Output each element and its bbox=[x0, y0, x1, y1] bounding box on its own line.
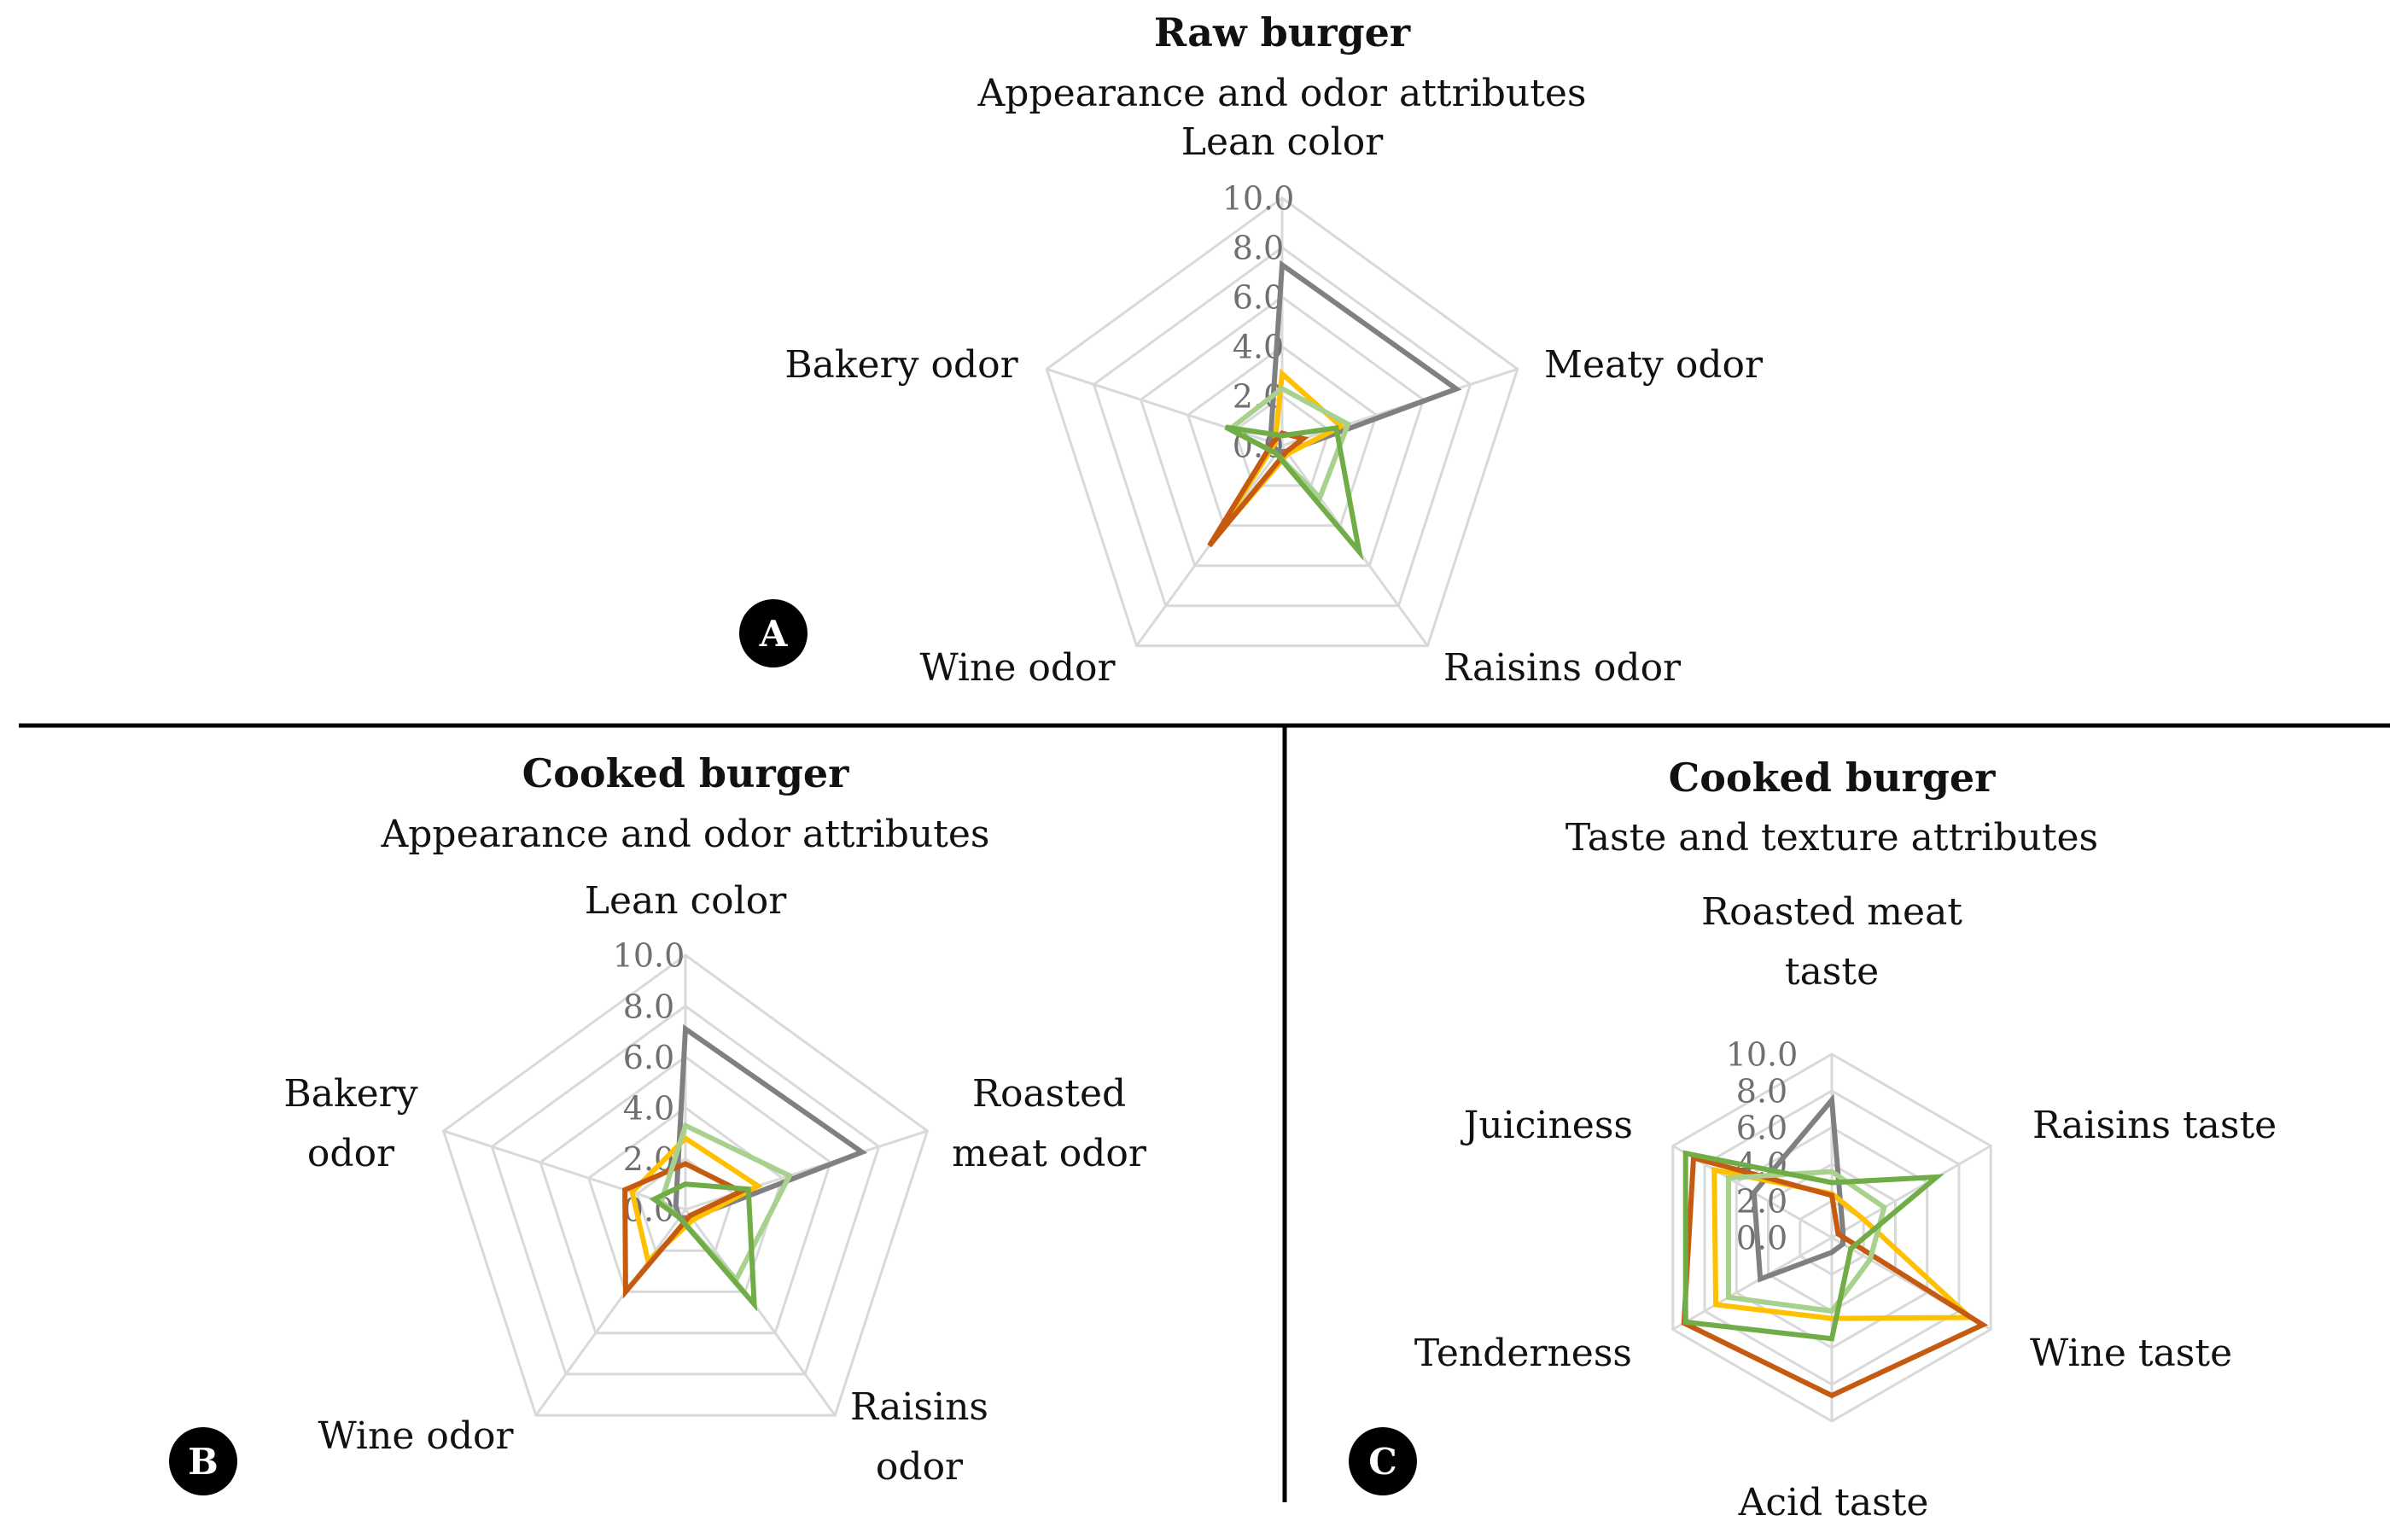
panel-badge bbox=[739, 599, 808, 667]
tick-label: 6.0 bbox=[623, 1039, 674, 1076]
tick-label: 2.0 bbox=[1736, 1183, 1787, 1221]
tick-label: 4.0 bbox=[623, 1090, 674, 1128]
grid-ring bbox=[490, 1004, 881, 1376]
series-line-5 bbox=[649, 1181, 758, 1312]
tick-label: 0.0 bbox=[1736, 1220, 1787, 1257]
series-line-2 bbox=[1711, 1166, 1977, 1321]
grid-ring bbox=[1139, 295, 1426, 568]
series-line-3 bbox=[1207, 430, 1309, 548]
panel-letter: B bbox=[188, 1441, 219, 1483]
axis-label: Raisins odor bbox=[1443, 646, 1682, 690]
chart-subtitle: Appearance and odor attributes bbox=[380, 813, 989, 856]
axis-label: Meaty odor bbox=[1544, 343, 1764, 387]
axis-label: Juiciness bbox=[1461, 1104, 1633, 1147]
axis-label: Lean color bbox=[1181, 120, 1385, 164]
tick-label: 10.0 bbox=[613, 937, 685, 975]
series-line-3 bbox=[1681, 1154, 1989, 1399]
tick-label: 10.0 bbox=[1726, 1036, 1799, 1074]
axis-label: Tenderness bbox=[1414, 1332, 1632, 1375]
axis-label: Raisins taste bbox=[2032, 1104, 2277, 1147]
chart-title: Raw burger bbox=[1154, 9, 1411, 55]
tick-label: 6.0 bbox=[1233, 279, 1284, 317]
panel-dividers bbox=[19, 723, 2390, 1502]
grid-spoke bbox=[1831, 1145, 1991, 1239]
axis-label: Bakery odor bbox=[784, 343, 1018, 387]
grid-spoke bbox=[443, 1129, 686, 1211]
series-line-1 bbox=[1751, 1093, 1845, 1283]
chart-title: Cooked burger bbox=[1669, 755, 1997, 801]
axis-label: Lean color bbox=[585, 879, 788, 923]
grid-spoke bbox=[1672, 1236, 1833, 1331]
tick-label: 8.0 bbox=[1736, 1073, 1787, 1110]
grid-ring bbox=[1186, 345, 1379, 528]
panel-badge bbox=[169, 1427, 237, 1495]
chart-subtitle: Appearance and odor attributes bbox=[977, 72, 1586, 115]
grid-ring bbox=[441, 953, 930, 1417]
grid-spoke bbox=[684, 1209, 837, 1416]
series-line-1 bbox=[673, 1023, 868, 1221]
series-line-5 bbox=[1682, 1150, 1944, 1342]
series-line-4 bbox=[1726, 1169, 1887, 1314]
panel-letter: A bbox=[759, 613, 789, 655]
tick-label: 8.0 bbox=[623, 988, 674, 1025]
axis-label: Acid taste bbox=[1738, 1481, 1929, 1524]
axis-label: Wine odor bbox=[919, 646, 1116, 690]
panel-badge bbox=[1349, 1427, 1417, 1495]
series-line-5 bbox=[1224, 424, 1364, 561]
grid-ring bbox=[1045, 196, 1519, 648]
grid-ring bbox=[539, 1055, 832, 1335]
chart-subtitle: Taste and texture attributes bbox=[1565, 816, 2098, 860]
grid-ring bbox=[1092, 246, 1472, 608]
axis-label: Wine odor bbox=[318, 1414, 514, 1458]
chart-title: Cooked burger bbox=[522, 750, 850, 796]
tick-label: 6.0 bbox=[1736, 1110, 1787, 1147]
axis-label: Wine taste bbox=[2030, 1332, 2232, 1375]
tick-label: 10.0 bbox=[1222, 180, 1295, 218]
grid-spoke bbox=[534, 1209, 687, 1416]
panel-letter: C bbox=[1368, 1441, 1396, 1483]
grid-ring bbox=[1233, 394, 1331, 487]
tick-label: 8.0 bbox=[1233, 230, 1284, 267]
series-line-1 bbox=[1268, 259, 1462, 454]
